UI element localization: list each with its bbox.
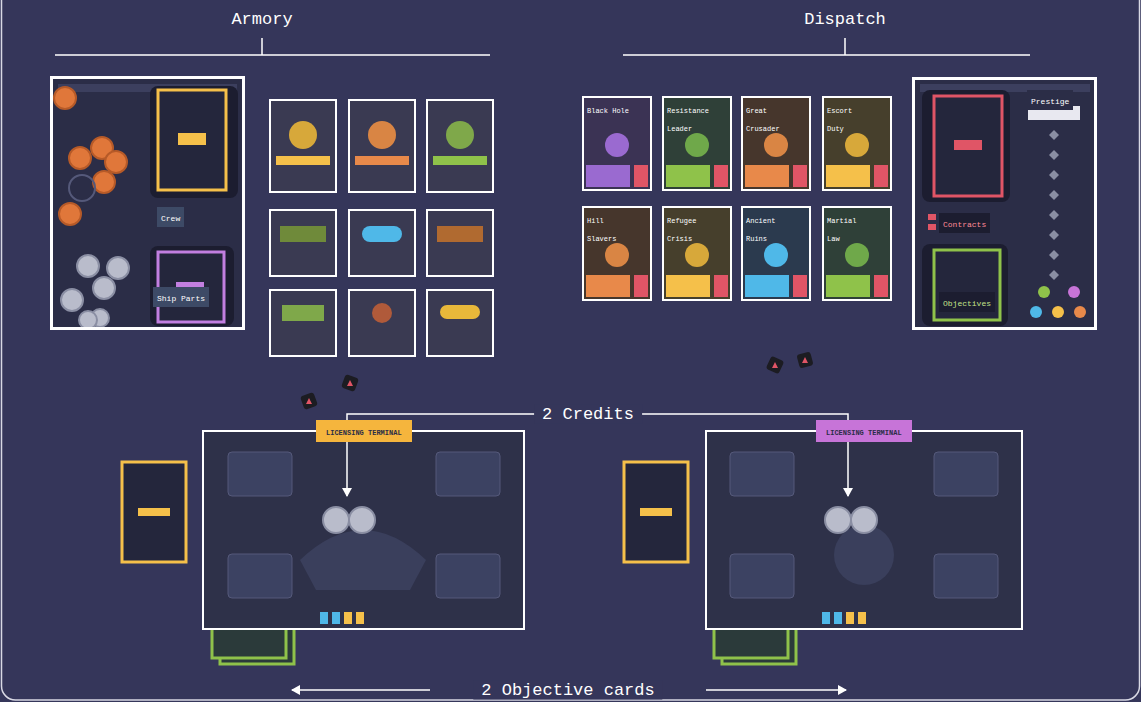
mission-card: Ancient Ruins bbox=[742, 207, 810, 300]
mission-card: Black Hole bbox=[583, 97, 651, 190]
card-title: Escort Duty bbox=[827, 107, 852, 133]
board-label: Ship Parts bbox=[157, 294, 205, 303]
text-chip: Hill Slavers bbox=[587, 211, 633, 246]
game-board: CrewShip Parts bbox=[50, 76, 245, 330]
card-title: Ancient Ruins bbox=[746, 217, 775, 243]
text-chip: Refugee Crisis bbox=[667, 211, 713, 246]
section-heading: Dispatch bbox=[804, 10, 886, 29]
text-chip: Ancient Ruins bbox=[746, 211, 792, 246]
text-chip: Black Hole bbox=[587, 101, 633, 119]
mission-card: Martial Law bbox=[823, 207, 891, 300]
card-title: Black Hole bbox=[587, 107, 629, 115]
text-chip: LICENSING TERMINAL bbox=[316, 420, 412, 442]
card-title: Resistance Leader bbox=[667, 107, 709, 133]
text-chip: Crew bbox=[157, 207, 184, 227]
text-chip: Prestige bbox=[1027, 90, 1073, 110]
card-title: Hill Slavers bbox=[587, 217, 616, 243]
mission-card: Hill Slavers bbox=[583, 207, 651, 300]
card-title: Refugee Crisis bbox=[667, 217, 696, 243]
text-chip: Objectives bbox=[939, 292, 995, 312]
card-title: Great Crusader bbox=[746, 107, 780, 133]
text-chip: LICENSING TERMINAL bbox=[816, 420, 912, 442]
game-board: PrestigeContractsObjectives bbox=[912, 77, 1097, 330]
text-chip: Martial Law bbox=[827, 211, 873, 246]
mission-card: Refugee Crisis bbox=[663, 207, 731, 300]
player-terminal: LICENSING TERMINAL bbox=[705, 430, 1023, 630]
mission-card: Great Crusader bbox=[742, 97, 810, 190]
callout-label: 2 Credits bbox=[534, 405, 642, 424]
terminal-title: LICENSING TERMINAL bbox=[326, 429, 402, 437]
text-chip: Contracts bbox=[939, 213, 990, 233]
player-terminal: LICENSING TERMINAL bbox=[202, 430, 525, 630]
text-chip: Ship Parts bbox=[153, 287, 209, 307]
callout-label: 2 Objective cards bbox=[473, 681, 662, 700]
board-label: Objectives bbox=[943, 299, 991, 308]
board-label: Prestige bbox=[1031, 97, 1069, 106]
text-chip: Escort Duty bbox=[827, 101, 873, 136]
section-heading: Armory bbox=[231, 10, 292, 29]
mission-card: Escort Duty bbox=[823, 97, 891, 190]
mission-card: Resistance Leader bbox=[663, 97, 731, 190]
card-title: Martial Law bbox=[827, 217, 856, 243]
board-label: Contracts bbox=[943, 220, 986, 229]
text-chip: Resistance Leader bbox=[667, 101, 713, 136]
board-label: Crew bbox=[161, 214, 180, 223]
text-chip: Great Crusader bbox=[746, 101, 792, 136]
terminal-title: LICENSING TERMINAL bbox=[826, 429, 902, 437]
